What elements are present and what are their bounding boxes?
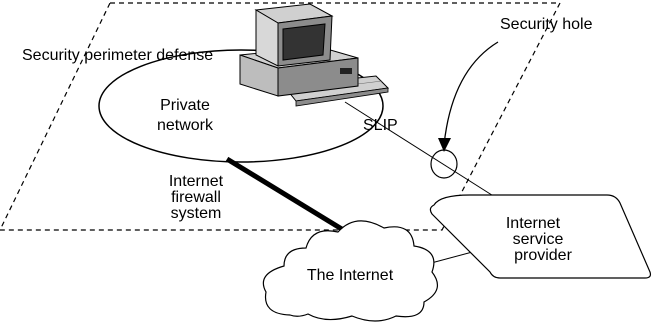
computer-icon [239,3,390,107]
internet-label: The Internet [307,267,394,284]
perimeter-label: Security perimeter defense [22,47,213,64]
firewall-label-line1: Internet [169,173,224,190]
isp-label-line1: Internet [506,215,561,232]
slip-connection-line [344,101,496,198]
security-perimeter [0,2,561,231]
slip-label: SLIP [363,117,398,134]
security-hole-arrowhead [438,138,451,152]
isp-label-line3: provider [514,247,572,264]
isp-label-line2: service [513,231,564,248]
internet-cloud [262,220,439,322]
security-hole-label: Security hole [500,16,593,33]
firewall-line [225,156,347,234]
isp-box [429,194,652,279]
firewall-label-line3: system [171,205,222,222]
firewall-label-line2: firewall [171,189,221,206]
security-hole-circle [430,149,458,179]
security-hole-arrow [443,41,499,146]
private-network-label-line1: Private [160,97,210,114]
private-network-label-line2: network [157,117,214,134]
